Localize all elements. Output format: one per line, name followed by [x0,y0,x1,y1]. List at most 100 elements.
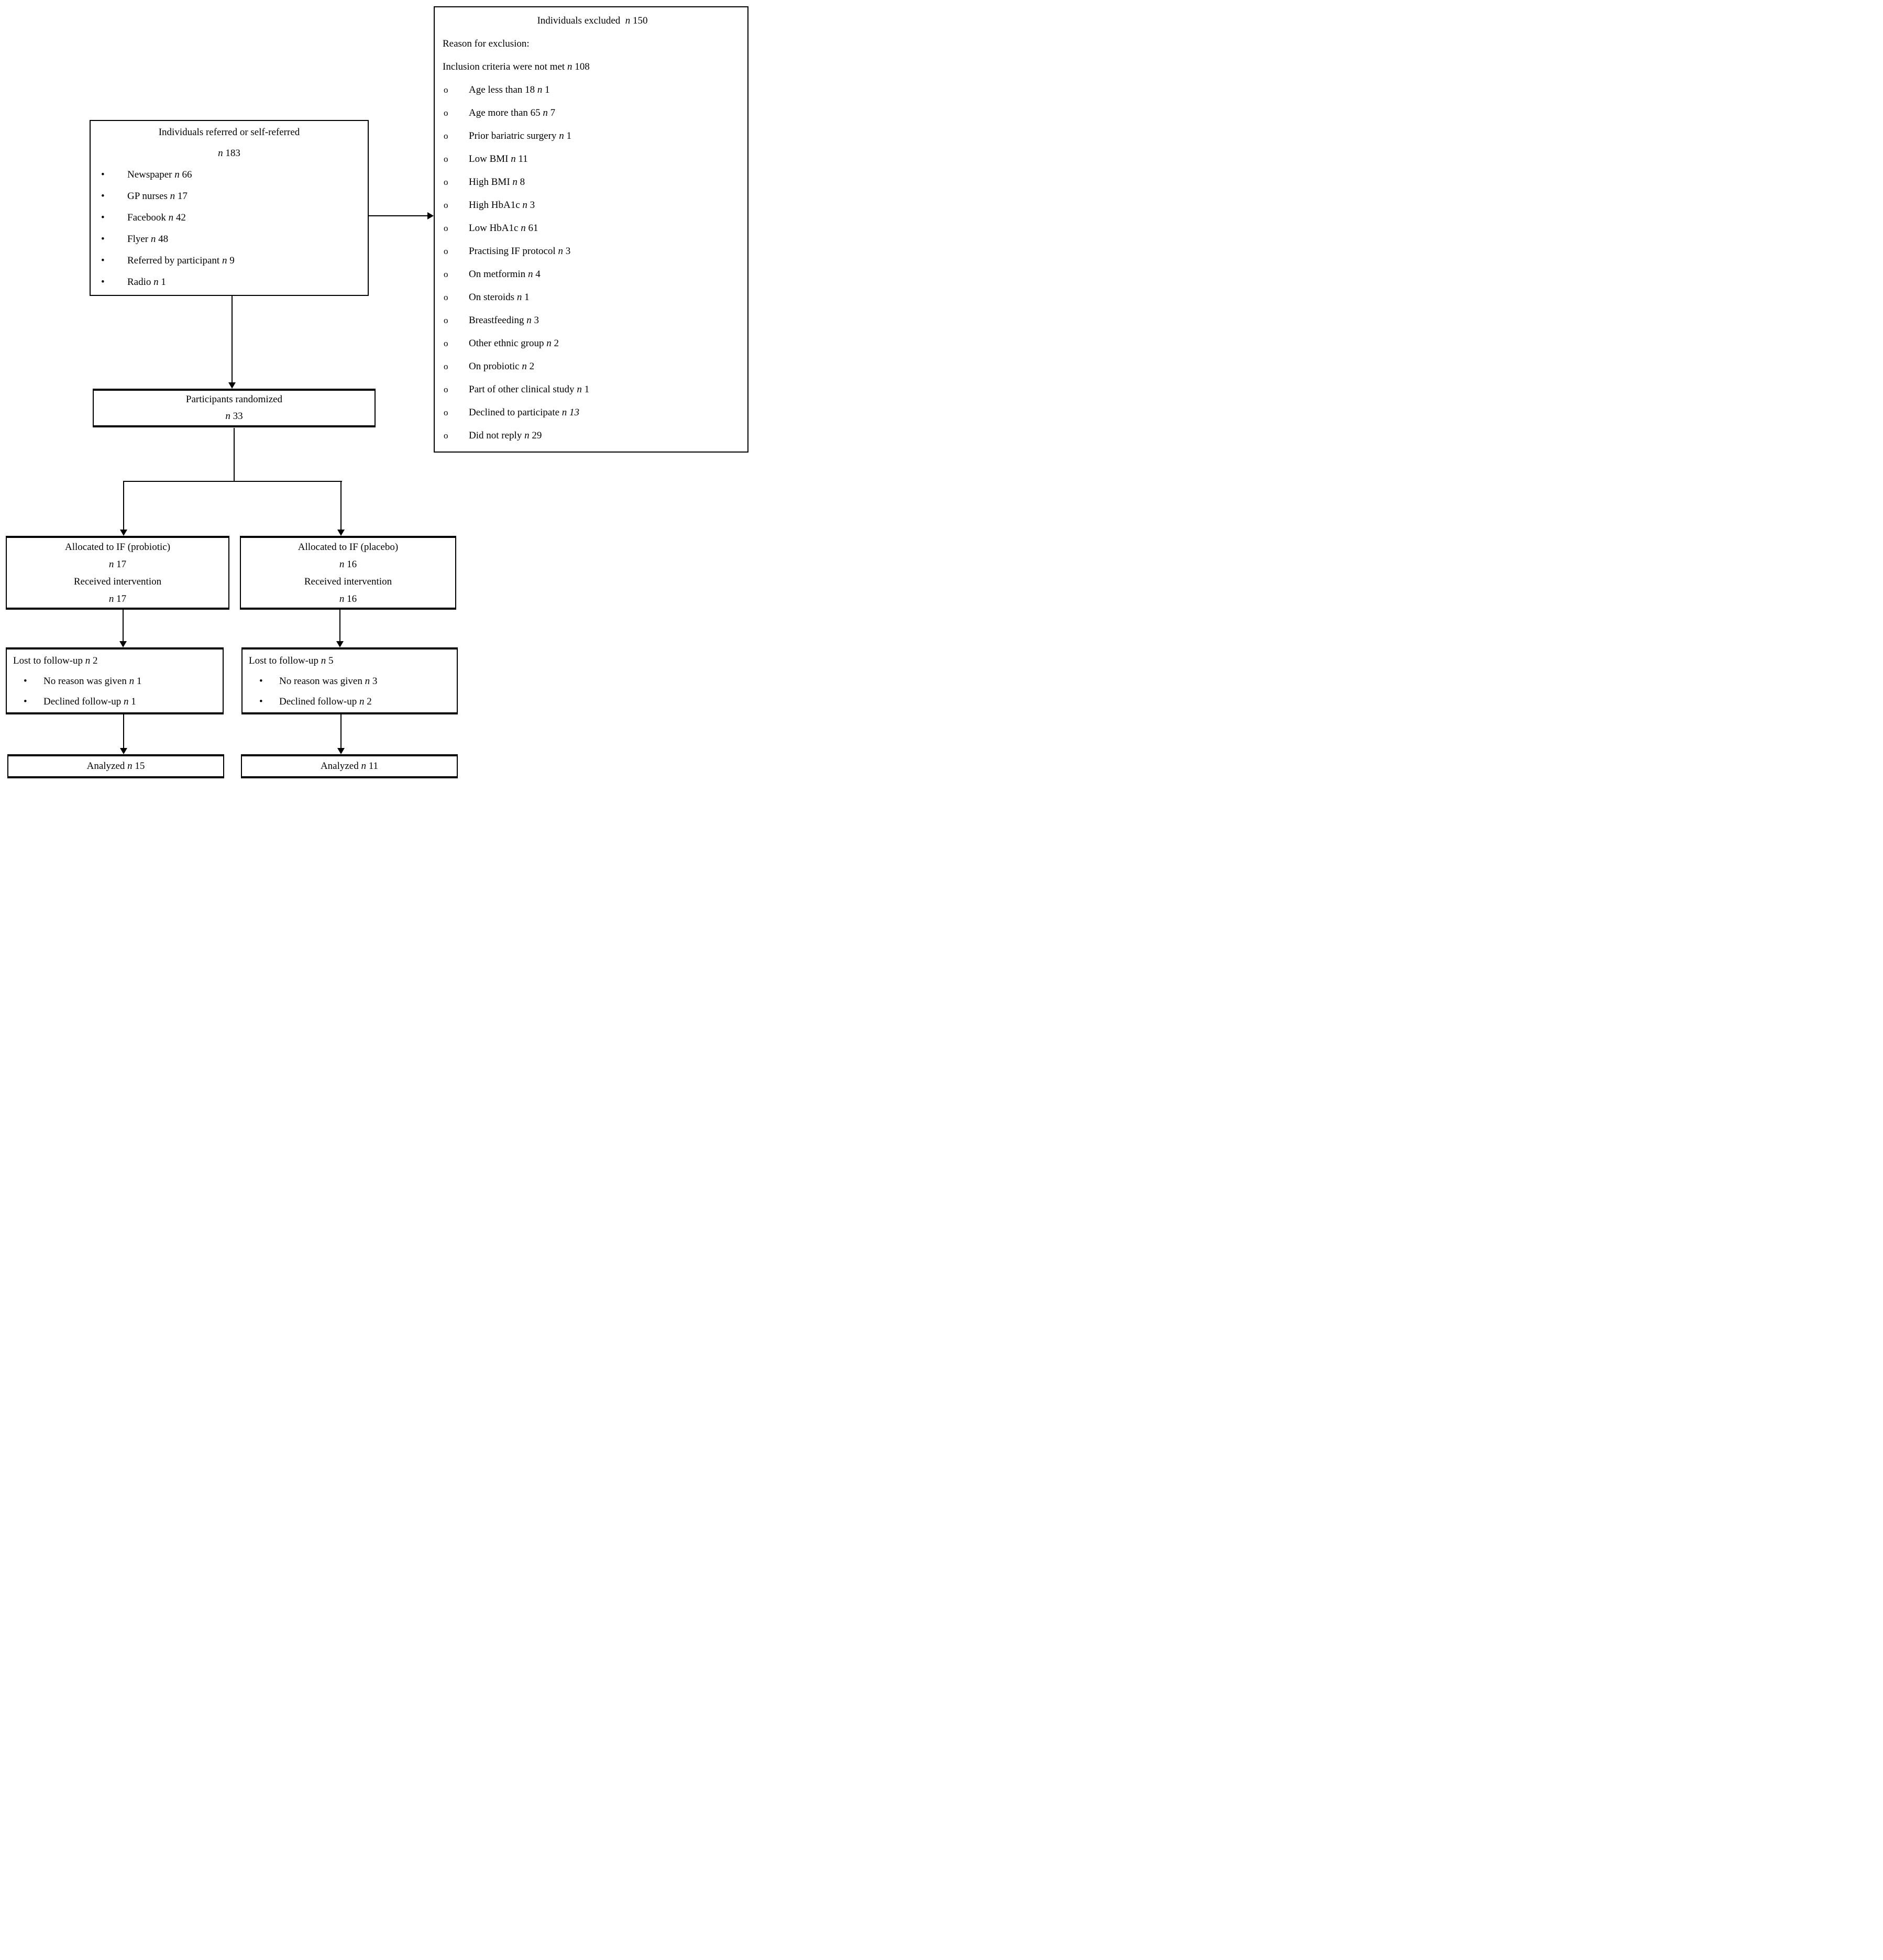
disc-bullet-icon: • [259,696,263,707]
circle-bullet-icon: o [444,200,448,210]
exclusion-item-text: High BMI n 8 [469,177,525,188]
analyzed-placebo-text: Analyzed n 11 [320,761,379,772]
referred-item-text: Facebook n 42 [127,212,186,223]
allocated-placebo-line2: Received intervention [304,576,392,587]
exclusion-item: o On steroids n 1 [443,286,742,309]
consort-flow-diagram: Individuals referred or self-referred n … [0,0,753,784]
analyzed-probiotic-text: Analyzed n 15 [86,761,145,772]
analyzed-probiotic-box: Analyzed n 15 [7,754,224,778]
arrow-referred-to-excluded [369,212,434,219]
excluded-reason-heading: Reason for exclusion: [443,38,530,49]
referred-item: • Facebook n 42 [91,207,368,228]
exclusion-item-text: Practising IF protocol n 3 [469,246,571,257]
connector-randomized-stem [234,428,235,482]
randomized-title: Participants randomized [185,394,283,405]
lost-placebo-item: • No reason was given n 3 [249,671,457,691]
exclusion-item-text: Part of other clinical study n 1 [469,384,590,395]
allocated-probiotic-line2: Received intervention [73,576,162,587]
lost-placebo-title: Lost to follow-up n 5 [249,655,334,666]
arrow-placebo-to-lost [336,610,344,647]
disc-bullet-icon: • [101,234,105,245]
exclusion-item: o Declined to participate n 13 [443,401,742,424]
randomized-box: Participants randomized n 33 [93,389,376,427]
exclusion-item-text: On metformin n 4 [469,269,541,280]
exclusion-item: o Did not reply n 29 [443,424,742,447]
circle-bullet-icon: o [444,223,448,233]
circle-bullet-icon: o [444,431,448,441]
disc-bullet-icon: • [24,696,27,707]
arrow-branch-to-probiotic [120,481,127,536]
exclusion-item: o Low BMI n 11 [443,148,742,171]
allocated-placebo-box: Allocated to IF (placebo) n 16 Received … [240,536,456,610]
exclusion-item-text: Breastfeeding n 3 [469,315,539,326]
exclusion-item: o Breastfeeding n 3 [443,309,742,332]
disc-bullet-icon: • [101,255,105,266]
referred-item: • Flyer n 48 [91,228,368,250]
exclusion-item: o On probiotic n 2 [443,355,742,378]
allocated-placebo-line1: Allocated to IF (placebo) [298,542,399,553]
exclusion-item-text: On steroids n 1 [469,292,530,303]
disc-bullet-icon: • [101,212,105,223]
circle-bullet-icon: o [444,361,448,371]
circle-bullet-icon: o [444,108,448,118]
lost-probiotic-title: Lost to follow-up n 2 [13,655,98,666]
circle-bullet-icon: o [444,131,448,141]
randomized-n: n 33 [225,411,243,422]
referred-n: n 183 [218,148,240,159]
lost-probiotic-item: • Declined follow-up n 1 [13,691,223,712]
exclusion-item-text: Low BMI n 11 [469,153,528,164]
lost-probiotic-box: Lost to follow-up n 2 • No reason was gi… [6,647,224,714]
connector-branch-split [123,481,342,482]
allocated-probiotic-box: Allocated to IF (probiotic) n 17 Receive… [6,536,229,610]
exclusion-item-text: Declined to participate n 13 [469,407,580,418]
lost-placebo-item: • Declined follow-up n 2 [249,691,457,712]
exclusion-item-text: Did not reply n 29 [469,430,542,441]
circle-bullet-icon: o [444,177,448,187]
referred-item: • Newspaper n 66 [91,164,368,185]
circle-bullet-icon: o [444,384,448,394]
exclusion-item-text: Age less than 18 n 1 [469,84,550,95]
referred-item: • Radio n 1 [91,271,368,293]
circle-bullet-icon: o [444,269,448,279]
exclusion-item-text: On probiotic n 2 [469,361,535,372]
circle-bullet-icon: o [444,338,448,348]
exclusion-item: o High HbA1c n 3 [443,194,742,217]
disc-bullet-icon: • [101,169,105,180]
referred-title: Individuals referred or self-referred [158,127,300,138]
arrow-probiotic-to-lost [119,610,127,647]
arrow-branch-to-placebo [337,481,345,536]
referred-item-text: GP nurses n 17 [127,191,188,202]
exclusion-item: o Other ethnic group n 2 [443,332,742,355]
circle-bullet-icon: o [444,246,448,256]
referred-item-text: Radio n 1 [127,277,166,288]
disc-bullet-icon: • [259,676,263,687]
allocated-probiotic-line1: Allocated to IF (probiotic) [64,542,171,553]
circle-bullet-icon: o [444,408,448,417]
exclusion-item-text: Age more than 65 n 7 [469,107,556,118]
referred-item-text: Newspaper n 66 [127,169,192,180]
exclusion-item-text: Low HbA1c n 61 [469,223,538,234]
referred-item: • GP nurses n 17 [91,185,368,207]
exclusion-item-text: Other ethnic group n 2 [469,338,559,349]
exclusion-item: o On metformin n 4 [443,263,742,286]
arrow-referred-to-randomized [228,296,236,389]
exclusion-item: o High BMI n 8 [443,171,742,194]
circle-bullet-icon: o [444,154,448,164]
exclusion-item-text: High HbA1c n 3 [469,200,535,211]
analyzed-placebo-box: Analyzed n 11 [241,754,458,778]
exclusion-item: o Practising IF protocol n 3 [443,240,742,263]
disc-bullet-icon: • [24,676,27,687]
exclusion-item: o Prior bariatric surgery n 1 [443,125,742,148]
referred-item: • Referred by participant n 9 [91,250,368,271]
referred-box: Individuals referred or self-referred n … [90,120,369,296]
exclusion-item-text: Prior bariatric surgery n 1 [469,130,571,141]
exclusion-item: o Low HbA1c n 61 [443,217,742,240]
lost-probiotic-item: • No reason was given n 1 [13,671,223,691]
lost-placebo-box: Lost to follow-up n 5 • No reason was gi… [241,647,458,714]
referred-item-text: Referred by participant n 9 [127,255,235,266]
arrow-lost-to-analyzed-placebo [337,714,345,754]
circle-bullet-icon: o [444,315,448,325]
excluded-subheading: Inclusion criteria were not met n 108 [443,61,590,72]
disc-bullet-icon: • [101,191,105,202]
arrow-lost-to-analyzed-probiotic [120,714,127,754]
